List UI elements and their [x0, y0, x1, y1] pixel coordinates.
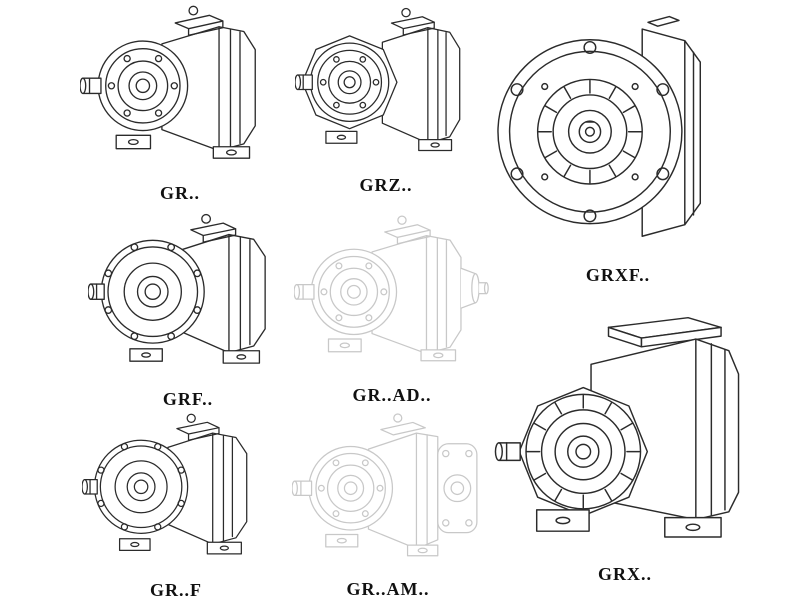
output-shaft — [88, 283, 105, 300]
output-shaft — [494, 442, 521, 462]
figure-label-gram: GR..AM.. — [346, 579, 430, 600]
motor-flange-plate — [437, 443, 478, 534]
figure-label-grad: GR..AD.. — [352, 384, 432, 405]
input-end-housing — [310, 248, 398, 336]
mounting-feet — [325, 130, 453, 152]
gearbox-drawing-grxf — [497, 15, 702, 237]
gearbox-drawing-grad — [294, 215, 489, 362]
input-adapter — [460, 267, 489, 309]
figure-label-grxf: GRXF.. — [585, 265, 651, 286]
gear-housing — [161, 5, 256, 152]
faceted-front-plate — [301, 35, 398, 130]
gear-housing — [367, 413, 439, 550]
gearbox-drawing-gram — [292, 413, 478, 557]
mounting-feet — [325, 533, 439, 557]
mounting-feet — [118, 538, 242, 555]
mounting-flange — [93, 439, 189, 534]
input-end-housing — [308, 445, 394, 531]
figure-gram: GR..AM.. — [292, 410, 484, 600]
figure-gr: GR.. — [80, 2, 280, 204]
finned-hub — [536, 78, 643, 185]
faceted-front-plate — [518, 386, 649, 517]
figure-label-grff: GR..F — [150, 580, 202, 601]
output-shaft — [295, 74, 313, 91]
gearbox-drawing-grff — [82, 413, 248, 555]
gear-housing — [371, 215, 462, 355]
figure-grad: GR..AD.. — [294, 212, 490, 406]
mounting-feet — [535, 509, 722, 538]
gearbox-drawing-grz — [295, 7, 461, 152]
gearbox-drawing-grx — [494, 316, 740, 538]
output-shaft — [292, 480, 313, 496]
gear-housing — [180, 213, 266, 354]
mounting-feet — [129, 348, 261, 364]
gearbox-drawing-grf — [88, 213, 266, 364]
gear-housing — [381, 7, 461, 144]
mounting-feet — [115, 134, 251, 159]
mounting-flange — [100, 239, 205, 344]
gear-housing — [167, 413, 248, 545]
figure-grf: GRF.. — [88, 206, 288, 410]
figure-label-grz: GRZ.. — [359, 175, 413, 196]
input-end-housing — [97, 40, 189, 132]
figure-grxf: GRXF.. — [497, 2, 739, 286]
figure-label-gr: GR.. — [160, 183, 200, 204]
figure-grx: GRX.. — [494, 308, 756, 585]
figure-label-grf: GRF.. — [162, 388, 214, 409]
output-shaft — [294, 283, 315, 300]
mounting-feet — [327, 338, 457, 362]
output-shaft — [82, 478, 98, 495]
figure-label-grx: GRX.. — [598, 564, 652, 585]
gearbox-drawing-gr — [80, 5, 256, 159]
top-plate — [607, 316, 722, 348]
figure-grz: GRZ.. — [295, 4, 477, 196]
output-shaft — [80, 77, 102, 95]
figure-grff: GR..F — [82, 408, 270, 601]
